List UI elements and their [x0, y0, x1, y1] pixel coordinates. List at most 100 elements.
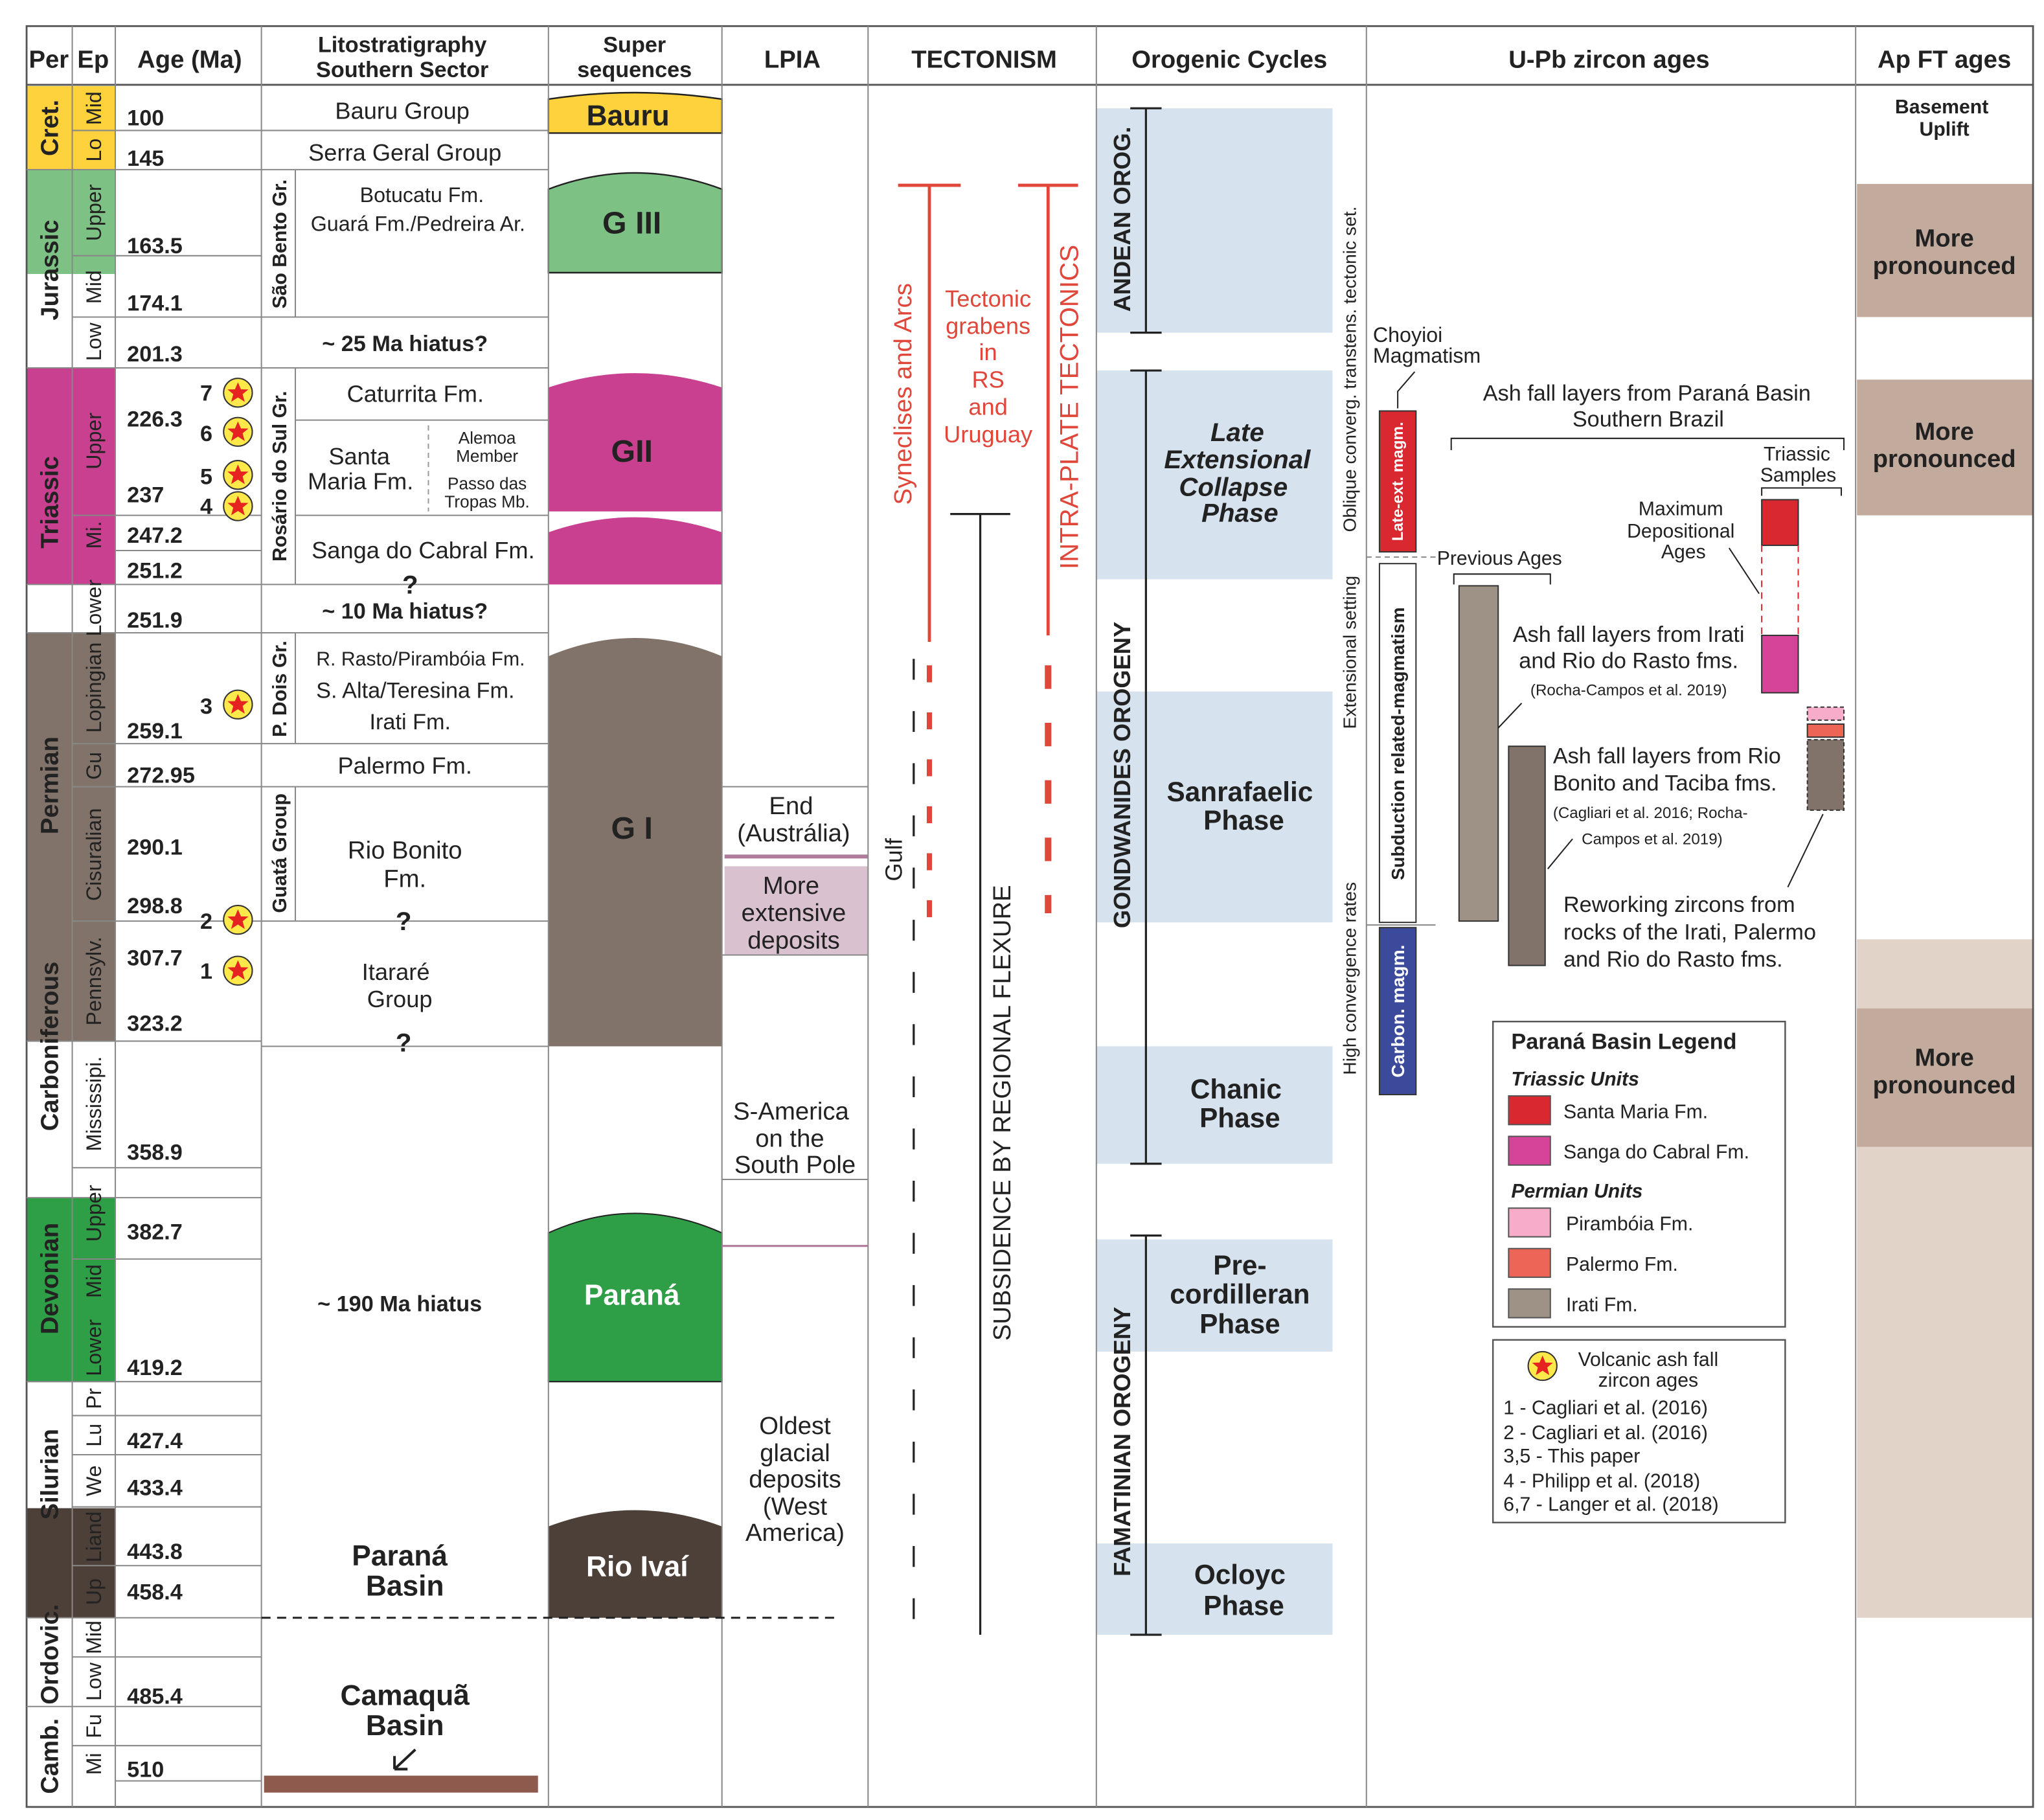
zircon-legend-ref: 4 - Philipp et al. (2018)	[1503, 1470, 1700, 1492]
lito-bauru: Bauru Group	[335, 97, 470, 124]
star-number: 5	[200, 464, 212, 489]
header-age: Age (Ma)	[137, 46, 242, 74]
epoch-label: Mid	[82, 1621, 106, 1654]
period-label-ordovician: Ordovic.	[36, 1604, 63, 1705]
age-value: 100	[127, 106, 164, 130]
lito-caturrita: Caturrita Fm.	[347, 380, 484, 407]
apft-more-3b: pronounced	[1873, 1071, 2016, 1099]
period-fill-cretaceous	[27, 85, 116, 170]
legend-item-sanga: Sanga do Cabral Fm.	[1563, 1142, 1749, 1163]
legend-swatch-sanga	[1508, 1135, 1551, 1166]
upb-rework-3: and Rio do Rasto fms.	[1563, 948, 1783, 972]
epoch-label: Upper	[82, 1185, 106, 1242]
age-value: 145	[127, 146, 164, 171]
age-value: 382.7	[127, 1220, 183, 1245]
epoch-label: Lower	[82, 1319, 106, 1376]
epoch-label: Lower	[82, 580, 106, 637]
star-numbers: 7 6 5 4 3 2 1	[200, 381, 212, 983]
orogenic-sanrafaelic-2: Phase	[1203, 805, 1284, 836]
supersequence-rio-ivai: Rio Ivaí	[586, 1551, 689, 1582]
age-value: 247.2	[127, 523, 183, 548]
legend-item-santa-maria: Santa Maria Fm.	[1563, 1101, 1708, 1122]
lito-rasto: R. Rasto/Pirambóia Fm.	[316, 648, 525, 670]
lpia-more-deposits-fill	[724, 866, 869, 955]
lito-santa-maria-2: Maria Fm.	[308, 468, 413, 494]
header-lito-1: Litostratigraphy	[318, 33, 487, 58]
lito-itarare-1: Itararé	[362, 959, 430, 985]
ocloyc-phase-fill	[1096, 1543, 1333, 1635]
lpia-more-2: extensive	[742, 899, 846, 927]
supersequence-g1-shape	[548, 638, 722, 1047]
header-tectonism: TECTONISM	[911, 46, 1057, 74]
period-fill-ordovician	[27, 1508, 116, 1618]
upb-max-dep-2: Depositional	[1627, 521, 1734, 542]
zircon-legend-title-2: zircon ages	[1598, 1370, 1698, 1391]
piramboia-sample-bar	[1806, 706, 1845, 721]
age-value: 419.2	[127, 1356, 183, 1380]
age-value: 174.1	[127, 291, 183, 315]
period-label-triassic: Triassic	[36, 456, 63, 549]
header-per: Per	[28, 46, 69, 74]
orogenic-pre-2: cordilleran	[1170, 1279, 1310, 1309]
lito-s-alta: S. Alta/Teresina Fm.	[316, 679, 514, 703]
upb-ash-irati-3: (Rocha-Campos et al. 2019)	[1530, 682, 1727, 700]
orogenic-pre-3: Phase	[1199, 1309, 1280, 1339]
apft-pronounced-2-fill	[1857, 380, 2034, 516]
lito-hiatus-190: ~ 190 Ma hiatus	[317, 1291, 482, 1316]
lito-hiatus-25: ~ 25 Ma hiatus?	[322, 332, 488, 356]
epoch-label: Pr	[82, 1388, 106, 1409]
legend-permian-units: Permian Units	[1511, 1181, 1642, 1202]
orogenic-phase-fills	[1096, 108, 1333, 1635]
supersequence-rio-ivai-shape	[548, 1510, 722, 1618]
period-labels: Cret. Jurassic Triassic Permian Carbonif…	[36, 100, 63, 1794]
apft-more-3a: More	[1914, 1044, 1973, 1072]
lito-guara: Guará Fm./Pedreira Ar.	[311, 212, 525, 236]
lpia-oldest-5: America)	[745, 1519, 845, 1547]
lito-passo-2: Tropas Mb.	[444, 492, 529, 512]
upb-ash-irati-2: and Rio do Rasto fms.	[1519, 648, 1738, 673]
tecto-gulf: Gulf	[881, 837, 907, 881]
upb-texts: Oblique converg. transtens. tectonic set…	[1339, 207, 1837, 1078]
header-super-2: sequences	[577, 58, 692, 82]
tecto-grabens-3: in	[979, 339, 997, 365]
header-apft: Ap FT ages	[1878, 46, 2011, 74]
epoch-label: Cisuralian	[82, 808, 106, 901]
apft-basement-1: Basement	[1895, 97, 1988, 118]
age-value: 237	[127, 483, 164, 508]
epoch-label: Low	[82, 1662, 106, 1701]
epoch-labels: Mid Lo Upper Mid Low Upper Mi. Lower Lop…	[82, 91, 106, 1775]
star-number: 4	[200, 495, 212, 519]
tectonism-texts: Syneclises and Arcs Tectonic grabens in …	[881, 245, 1084, 1341]
orogenic-chanic-2: Phase	[1199, 1102, 1280, 1133]
epoch-label: Mi.	[82, 521, 106, 549]
upb-extensional: Extensional setting	[1339, 576, 1360, 729]
epoch-label: Liand	[82, 1511, 106, 1562]
orogenic-late-2: Extensional	[1164, 445, 1311, 474]
apft-pronounced-3-fill	[1857, 1008, 2034, 1147]
orogenic-late-3: Collapse	[1179, 472, 1288, 501]
lpia-sa-1: S-America	[733, 1097, 849, 1125]
chanic-phase-fill	[1096, 1046, 1333, 1164]
epoch-label: Up	[82, 1578, 106, 1605]
age-value: 443.8	[127, 1540, 183, 1564]
period-fill-permo-carboniferous	[27, 632, 116, 1041]
age-value: 201.3	[127, 342, 183, 367]
orogenic-ocloyc-1: Ocloyc	[1194, 1559, 1286, 1589]
header-row: Per Ep Age (Ma) Litostratigraphy Souther…	[28, 33, 2011, 82]
legend-title: Paraná Basin Legend	[1511, 1030, 1736, 1054]
lito-hiatus-10: ~ 10 Ma hiatus?	[322, 599, 488, 624]
tecto-grabens-6: Uruguay	[944, 421, 1033, 448]
sanga-sample-bar	[1761, 634, 1799, 694]
star-number: 2	[200, 909, 212, 934]
epoch-label: Lopingian	[82, 643, 106, 733]
zircon-legend-ref: 6,7 - Langer et al. (2018)	[1503, 1494, 1718, 1516]
upb-high-conv: High convergence rates	[1339, 882, 1360, 1075]
orogenic-famatinian: FAMATINIAN OROGENY	[1109, 1307, 1135, 1576]
age-value: 427.4	[127, 1429, 183, 1453]
lito-guata: Guatá Group	[269, 793, 291, 913]
header-upb: U-Pb zircon ages	[1508, 46, 1709, 74]
lpia-fills	[724, 854, 869, 955]
late-extensional-phase-fill	[1096, 370, 1333, 580]
zircon-legend-star	[1527, 1350, 1558, 1382]
